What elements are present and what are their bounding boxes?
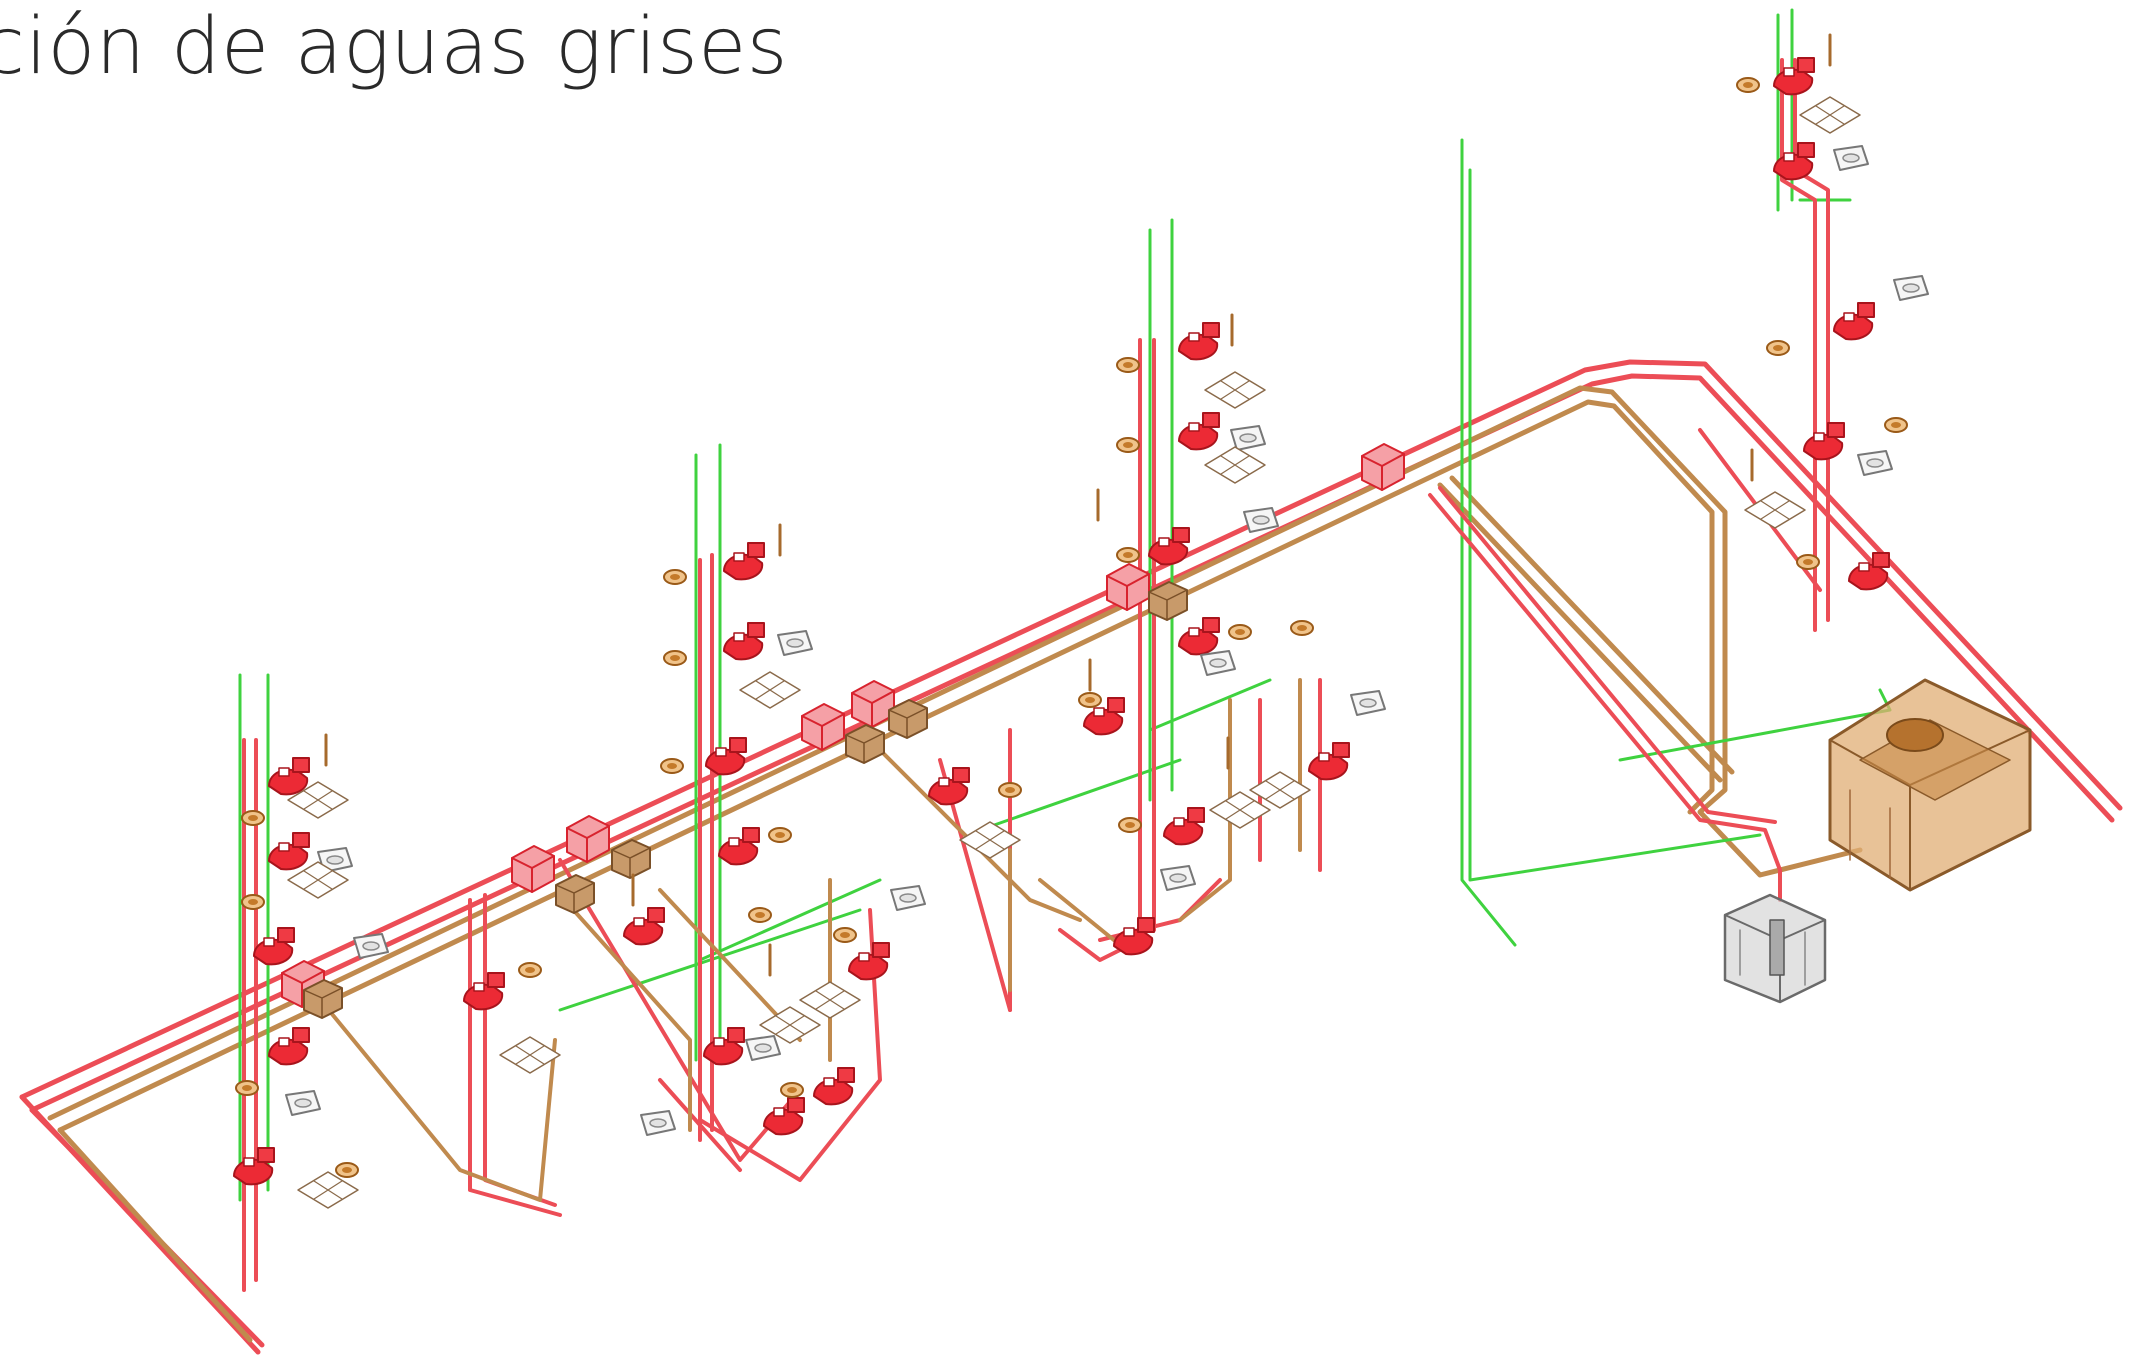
storage-tank-icon xyxy=(1828,678,2032,892)
drain-pipe-network xyxy=(47,385,1863,1343)
wc-fixture-icon xyxy=(233,57,1890,1186)
riser-markers xyxy=(324,33,1832,977)
washbasin-icon xyxy=(285,145,1929,1136)
diagram-title: ción de aguas grises xyxy=(0,2,788,92)
vent-pipe-network xyxy=(238,8,1892,1202)
main-collector-pipe xyxy=(19,359,2123,1355)
branch-grey-water-pipes xyxy=(242,58,1830,1292)
filter-tank-icon xyxy=(1723,893,1827,1004)
shower-tray-icon xyxy=(287,96,1861,1209)
